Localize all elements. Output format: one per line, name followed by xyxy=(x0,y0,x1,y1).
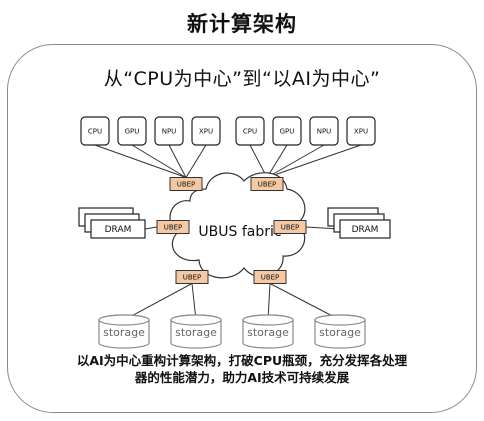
dram-stack: DRAMDRAMDRAM xyxy=(327,207,391,239)
link-ubep-storage xyxy=(267,283,271,321)
storage-disk: storage xyxy=(314,314,366,349)
npu-label: NPU xyxy=(317,128,332,136)
cpu-label: CPU xyxy=(243,128,257,136)
ubep-node xyxy=(250,177,284,191)
storage-label: storage xyxy=(319,326,361,339)
xpu-box xyxy=(191,116,221,146)
ubep-label: UBEP xyxy=(177,181,196,189)
cpu-box xyxy=(235,116,265,146)
storage-cylinder-top xyxy=(98,314,150,326)
diagram-caption: 以AI为中心重构计算架构，打破CPU瓶颈，充分发挥各处理 器的性能潜力，助力AI… xyxy=(0,352,484,386)
xpu-box xyxy=(346,116,376,146)
storage-cylinder-top xyxy=(242,314,294,326)
dram-label: DRAM xyxy=(105,225,132,235)
ubep-label: UBEP xyxy=(183,274,202,282)
ubep-label: UBEP xyxy=(258,181,277,189)
ubep-node xyxy=(175,270,209,284)
storage-disk: storage xyxy=(242,314,294,349)
xpu-label: XPU xyxy=(354,128,368,136)
cpu-label: CPU xyxy=(88,128,102,136)
caption-line-2: 器的性能潜力，助力AI技术可持续发展 xyxy=(134,370,350,385)
xpu-label: XPU xyxy=(199,128,213,136)
link-gpu-ubep xyxy=(131,144,187,178)
link-npu-ubep xyxy=(266,144,325,178)
ubep-label: UBEP xyxy=(281,224,300,232)
link-npu-ubep xyxy=(168,144,187,178)
dram-module xyxy=(339,219,391,239)
link-ubep-storage xyxy=(191,283,197,321)
ubep-node xyxy=(273,220,307,234)
ubep-label: UBEP xyxy=(261,274,280,282)
dram-module xyxy=(90,219,146,239)
ubep-node xyxy=(156,220,190,234)
cpu-box xyxy=(80,116,110,146)
dram-label: DRAM xyxy=(352,225,379,235)
caption-line-1: 以AI为中心重构计算架构，打破CPU瓶颈，充分发挥各处理 xyxy=(76,353,408,368)
link-ubep-storage xyxy=(123,283,193,321)
ubep-node xyxy=(253,270,287,284)
ubep-node xyxy=(169,177,203,191)
gpu-label: GPU xyxy=(280,128,295,136)
npu-box xyxy=(309,116,339,146)
npu-box xyxy=(154,116,184,146)
gpu-box xyxy=(117,116,147,146)
page-title: 新计算架构 xyxy=(187,12,297,36)
link-dram-ubep xyxy=(144,226,158,230)
storage-label: storage xyxy=(175,326,217,339)
gpu-box xyxy=(272,116,302,146)
link-cpu-ubep xyxy=(94,144,187,178)
diagram-subtitle: 从“CPU为中心”到“以AI为中心” xyxy=(103,68,381,90)
link-xpu-ubep xyxy=(266,144,362,178)
storage-label: storage xyxy=(103,326,145,339)
link-gpu-ubep xyxy=(266,144,288,178)
npu-label: NPU xyxy=(162,128,177,136)
storage-label: storage xyxy=(247,326,289,339)
ubus-fabric-label: UBUS fabric xyxy=(198,224,281,240)
storage-disk: storage xyxy=(98,314,150,349)
storage-disk: storage xyxy=(170,314,222,349)
cloud-layer: UBUS fabric xyxy=(169,172,306,279)
storage-cylinder-top xyxy=(170,314,222,326)
gpu-label: GPU xyxy=(125,128,140,136)
link-cpu-ubep xyxy=(249,144,268,178)
storage-cylinder-top xyxy=(314,314,366,326)
link-ubep-storage xyxy=(269,283,341,321)
dram-stack: DRAMDRAMDRAM xyxy=(78,207,146,239)
node-layer: CPU GPU NPU XPU CPU GPU NPU XPU UBEP UBEP UBEP UBEP… xyxy=(78,116,391,349)
link-xpu-ubep xyxy=(185,144,207,178)
ubep-label: UBEP xyxy=(164,224,183,232)
